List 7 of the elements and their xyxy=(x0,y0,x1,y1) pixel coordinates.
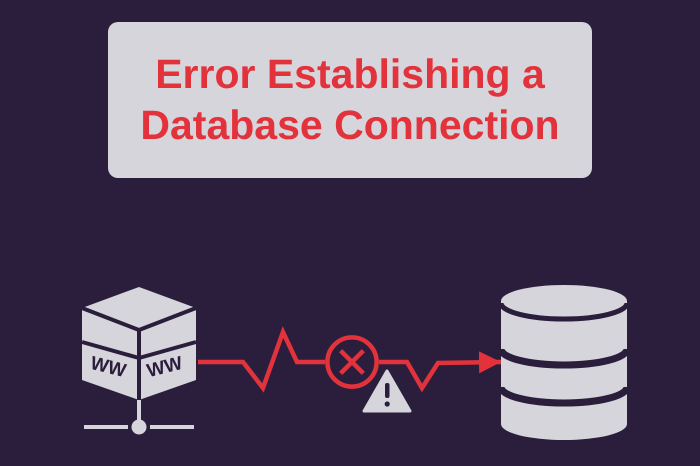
server-label: WW xyxy=(145,354,185,382)
cross-circle-icon xyxy=(325,335,379,389)
database-icon xyxy=(501,285,627,440)
zigzag-line xyxy=(198,326,325,393)
title: Error Establishing a Database Connection xyxy=(108,22,592,178)
server-label: WW xyxy=(88,354,128,382)
zigzag-arrow xyxy=(379,351,502,392)
